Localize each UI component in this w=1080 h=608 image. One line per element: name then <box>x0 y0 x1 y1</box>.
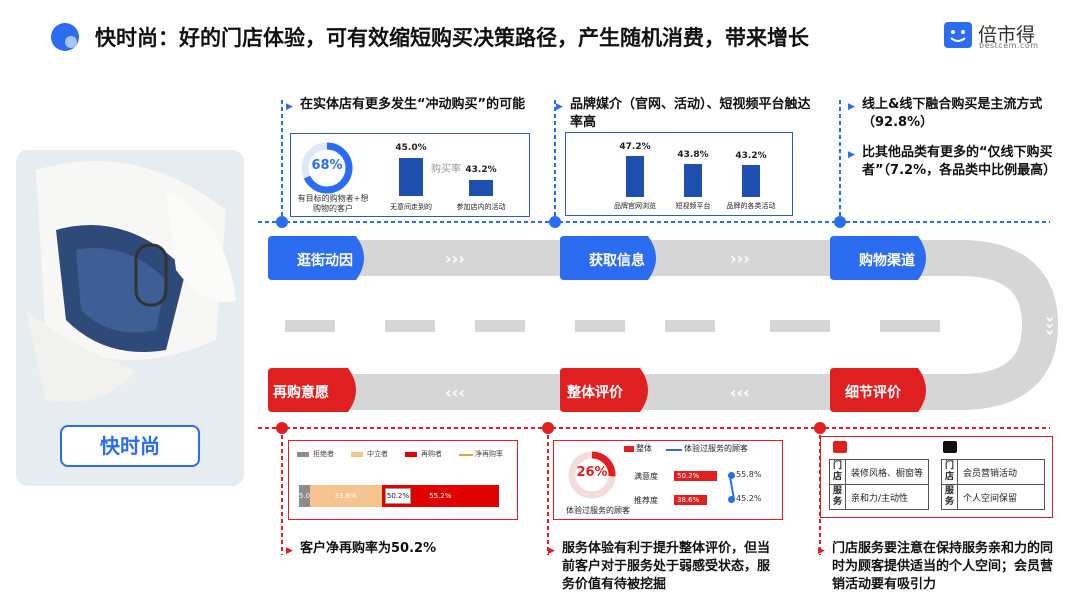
bar-category-label: 品牌的各类活动 <box>726 202 776 210</box>
panel5-ring <box>568 451 616 499</box>
bar <box>399 158 423 196</box>
bar-value-label: 45.0% <box>395 143 427 153</box>
panel5-ring-value: 26% <box>576 465 608 480</box>
page-title: 快时尚：好的门店体验，可有效缩短购买决策路径，产生随机消费，带来增长 <box>95 26 809 50</box>
bar-value-label: 43.8% <box>677 149 709 160</box>
bar <box>469 179 493 196</box>
panel1-ring-value: 68% <box>311 158 343 173</box>
compare-row-label: 满意度 <box>634 472 658 481</box>
stage-overall-eval: 整体评价 <box>567 385 623 401</box>
category-tag: 快时尚 <box>60 425 200 467</box>
thumbs-up-icon <box>943 441 957 453</box>
net-repurchase-label: 50.2% <box>385 488 411 504</box>
bar-value-label: 43.2% <box>465 164 497 175</box>
served-value-label: 45.2% <box>736 494 762 503</box>
bar-category-label: 短视频平台 <box>675 202 711 210</box>
panel2-bar-chart: 47.2% 品牌官网浏览 43.8% 短视频平台 43.2% 品牌的各类活动 <box>572 137 788 213</box>
title-bubble-icon <box>51 23 79 51</box>
panel1-bullet: 在实体店有更多发生“冲动购买”的可能 <box>286 96 530 116</box>
panel1-bar-title: 购买率 <box>431 164 461 175</box>
panel5-box: 26% 体验过服务的顾客 整体 体验过服务的顾客 满意度 50.2% 55.8% 推荐… <box>553 440 783 520</box>
svg-text:‹‹‹: ‹‹‹ <box>445 383 465 402</box>
strong-row-text: 个人空间保留 <box>957 484 1045 510</box>
panel1-ring-label: 有目标的购物者+想购物的客户 <box>297 194 369 213</box>
panel1-ring <box>301 142 353 194</box>
weak-row-head: 门店 <box>829 459 846 485</box>
svg-text:›››: ››› <box>1041 316 1060 336</box>
legend-label: 净再购率 <box>475 450 503 458</box>
overall-bar: 50.2% <box>674 471 717 481</box>
panel1-box: 68% 有目标的购物者+想购物的客户 购买率 45.0% 无意间走到的 43.2% 参… <box>290 133 530 217</box>
thumbs-down-icon <box>833 441 847 453</box>
stage-detail-eval: 细节评价 <box>845 385 901 401</box>
brand-name: 倍市得 <box>978 24 1036 46</box>
bar <box>742 165 760 197</box>
legend-swatch <box>297 452 309 457</box>
bar <box>684 163 702 197</box>
stacked-segment: 5.0% <box>299 485 317 507</box>
legend-swatch <box>459 454 473 456</box>
panel3-line2: 比其他品类有更多的“仅线下购买者”（7.2%，各品类中比例最高） <box>848 144 1062 180</box>
stage-repurchase: 再购意愿 <box>273 385 329 401</box>
bar-value-label: 47.2% <box>619 141 651 152</box>
panel5-ring-label: 体验过服务的顾客 <box>566 506 630 515</box>
served-point <box>728 472 735 479</box>
strong-row-head: 门店 <box>941 459 958 485</box>
panel2-box: 47.2% 品牌官网浏览 43.8% 短视频平台 43.2% 品牌的各类活动 <box>565 132 793 216</box>
strong-row-head: 服务 <box>941 484 958 510</box>
panel1-bar-chart: 45.0% 无意间走到的 43.2% 参加店内的活动 <box>381 140 526 215</box>
svg-text:›››: ››› <box>730 249 750 268</box>
bar <box>626 155 644 197</box>
panel4-box: 拒绝者 中立者 再购者 净再购率 5.0%33.8%55.2%50.2% <box>288 440 518 520</box>
panel5-legend-served-line <box>666 449 682 451</box>
panel6-weak-table: 门店装修风格、橱窗等 服务亲和力/主动性 <box>829 459 929 510</box>
stage-browse-motive: 逛街动因 <box>297 253 353 269</box>
legend-label: 拒绝者 <box>313 450 334 458</box>
served-value-label: 55.8% <box>736 470 762 479</box>
weak-row-text: 亲和力/主动性 <box>845 484 929 510</box>
stage-channel: 购物渠道 <box>859 253 915 269</box>
panel5-legend-served: 体验过服务的顾客 <box>684 444 748 453</box>
legend-swatch <box>405 452 417 457</box>
panel2-bullet: 品牌媒介（官网、活动）、短视频平台触达率高 <box>556 96 820 132</box>
panel6-bullet: 门店服务要注意在保持服务亲和力的同时为顾客提供适当的个人空间；会员营销活动要有吸… <box>818 540 1062 594</box>
legend-swatch <box>351 452 363 457</box>
weak-row-head: 服务 <box>829 484 846 510</box>
legend-label: 中立者 <box>367 450 388 458</box>
served-point <box>728 496 735 503</box>
panel4-bullet: 客户净再购率为50.2% <box>286 540 520 560</box>
svg-text:‹‹‹: ‹‹‹ <box>730 383 750 402</box>
bar-value-label: 43.2% <box>735 151 767 162</box>
panel5-compare-chart: 满意度 50.2% 55.8% 推荐度 38.6% 45.2% <box>634 461 779 517</box>
bar-category-label: 参加店内的活动 <box>456 203 506 211</box>
strong-row-text: 会员营销活动 <box>957 459 1045 485</box>
overall-bar: 38.6% <box>674 495 707 505</box>
bar-category-label: 无意间走到的 <box>390 203 432 211</box>
panel3-line1: 线上&线下融合购买是主流方式（92.8%） <box>848 96 1062 132</box>
panel6-strong-table: 门店会员营销活动 服务个人空间保留 <box>941 459 1045 510</box>
panel5-legend-overall-swatch <box>624 446 634 452</box>
panel5-legend-overall: 整体 <box>636 444 652 453</box>
weak-row-text: 装修风格、橱窗等 <box>845 459 929 485</box>
compare-row-label: 推荐度 <box>634 496 658 505</box>
stage-get-info: 获取信息 <box>589 253 645 269</box>
stacked-segment: 33.8% <box>309 485 382 507</box>
bar-category-label: 品牌官网浏览 <box>614 202 656 210</box>
brand-logo-icon <box>944 22 972 48</box>
legend-label: 再购者 <box>421 450 442 458</box>
panel4-legend: 拒绝者 中立者 再购者 净再购率 <box>297 449 511 463</box>
panel5-bullet: 服务体验有利于提升整体评价，但当前客户对于服务处于弱感受状态，服务价值有待被挖掘 <box>548 540 782 594</box>
panel4-stacked-bar: 5.0%33.8%55.2%50.2% <box>299 485 499 507</box>
panel6-box: 门店装修风格、橱窗等 服务亲和力/主动性 门店会员营销活动 服务个人空间保留 <box>820 436 1053 518</box>
brand-url: bestcem.com <box>979 41 1039 50</box>
svg-text:›››: ››› <box>445 249 465 268</box>
